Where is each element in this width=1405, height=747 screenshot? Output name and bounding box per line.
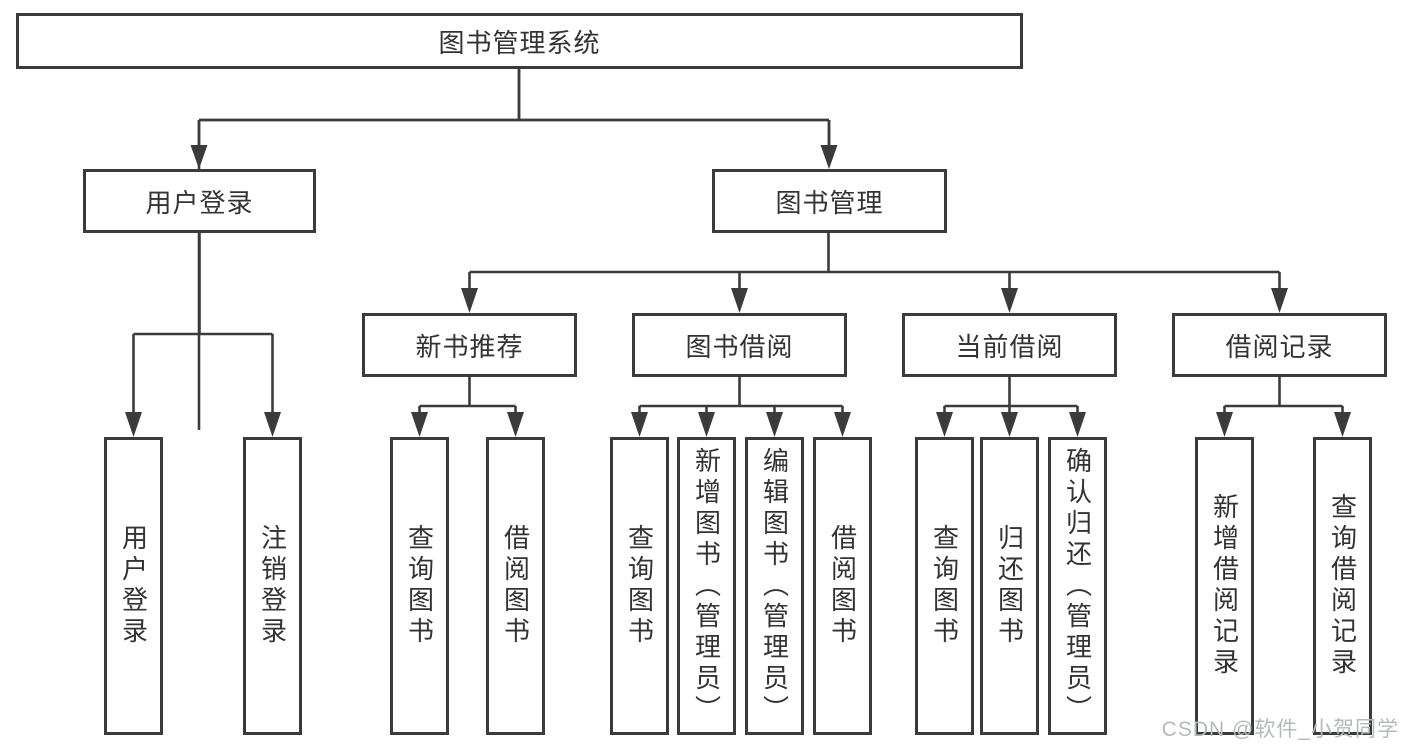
leaf-return-books: 归还图书 (980, 437, 1039, 735)
leaf-query-books-recommend: 查询图书 (390, 437, 449, 735)
node-library-management-system: 图书管理系统 (16, 13, 1023, 69)
arrowhead-icons (125, 145, 1351, 437)
node-user-login: 用户登录 (83, 169, 316, 233)
leaf-add-books-admin: 新增图书（管理员） (677, 437, 736, 735)
csdn-watermark: CSDN @软件_小贺同学 (1161, 718, 1399, 741)
node-new-book-recommendation: 新书推荐 (362, 313, 577, 377)
leaf-query-borrow-record: 查询借阅记录 (1313, 437, 1372, 735)
node-book-management: 图书管理 (712, 169, 947, 233)
leaf-query-books-current: 查询图书 (915, 437, 974, 735)
leaf-query-books-borrowing: 查询图书 (610, 437, 669, 735)
node-current-borrowing: 当前借阅 (902, 313, 1117, 377)
node-borrowing-records: 借阅记录 (1172, 313, 1387, 377)
leaf-edit-books-admin: 编辑图书（管理员） (745, 437, 804, 735)
leaf-borrow-books-borrowing: 借阅图书 (813, 437, 872, 735)
node-book-borrowing: 图书借阅 (632, 313, 847, 377)
leaf-add-borrow-record: 新增借阅记录 (1195, 437, 1254, 735)
leaf-logout-login: 注销登录 (243, 437, 302, 735)
leaf-user-login: 用户登录 (104, 437, 163, 735)
leaf-borrow-books-recommend: 借阅图书 (486, 437, 545, 735)
leaf-confirm-return-admin: 确认归还（管理员） (1048, 437, 1107, 735)
